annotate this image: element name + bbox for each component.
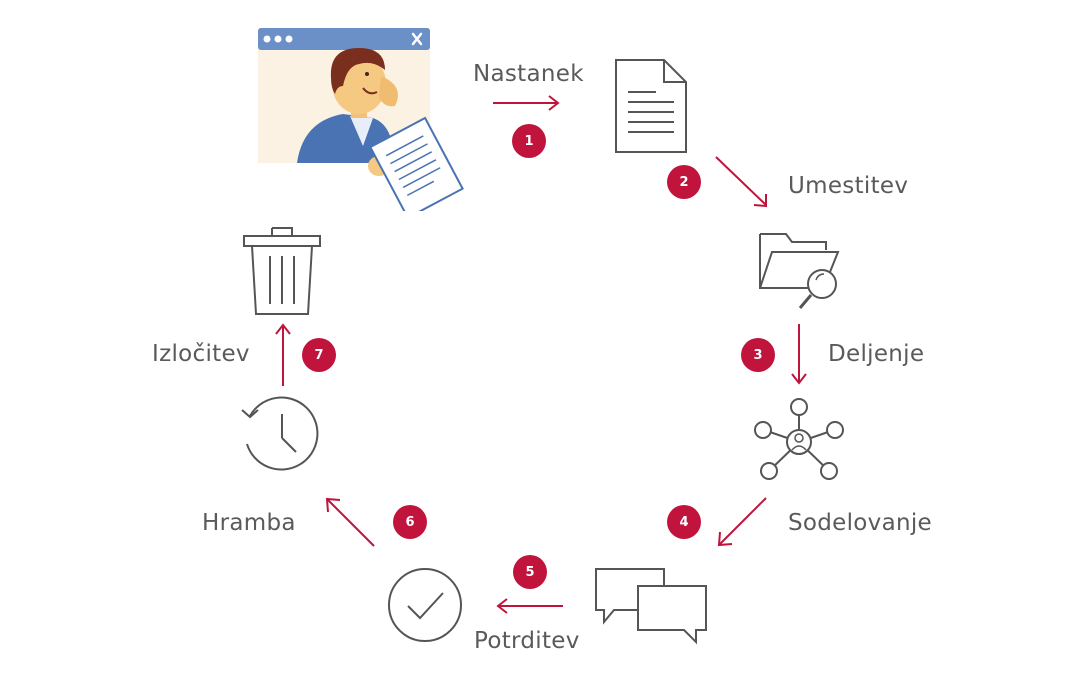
step-label-sodelovanje: Sodelovanje <box>788 510 933 536</box>
step-badge-1: 1 <box>512 124 546 158</box>
arrow-step-5 <box>496 598 563 614</box>
step-badge-2: 2 <box>667 165 701 199</box>
step-badge-3: 3 <box>741 338 775 372</box>
check-circle-icon <box>388 568 462 642</box>
step-label-umestitev: Umestitev <box>788 173 909 199</box>
chat-bubbles-icon <box>595 568 707 645</box>
document-icon <box>615 59 687 153</box>
arrow-step-1 <box>493 95 560 111</box>
step-label-hramba: Hramba <box>202 510 296 536</box>
step-label-potrditev: Potrditev <box>474 628 580 654</box>
step-badge-7: 7 <box>302 338 336 372</box>
step-label-deljenje: Deljenje <box>828 341 925 367</box>
folder-search-icon <box>759 233 840 309</box>
arrow-step-4 <box>717 497 767 547</box>
trash-icon <box>243 227 321 315</box>
step-badge-6: 6 <box>393 505 427 539</box>
arrow-step-2 <box>715 156 767 208</box>
person-with-document-illustration <box>258 28 464 211</box>
history-clock-icon <box>241 396 319 471</box>
step-label-nastanek: Nastanek <box>473 61 584 87</box>
step-label-izlocitev: Izločitev <box>152 341 250 367</box>
network-icon <box>754 398 844 480</box>
step-badge-4: 4 <box>667 505 701 539</box>
step-badge-5: 5 <box>513 555 547 589</box>
arrow-step-6 <box>325 497 375 547</box>
arrow-step-3 <box>791 324 807 385</box>
arrow-step-7 <box>275 323 291 386</box>
